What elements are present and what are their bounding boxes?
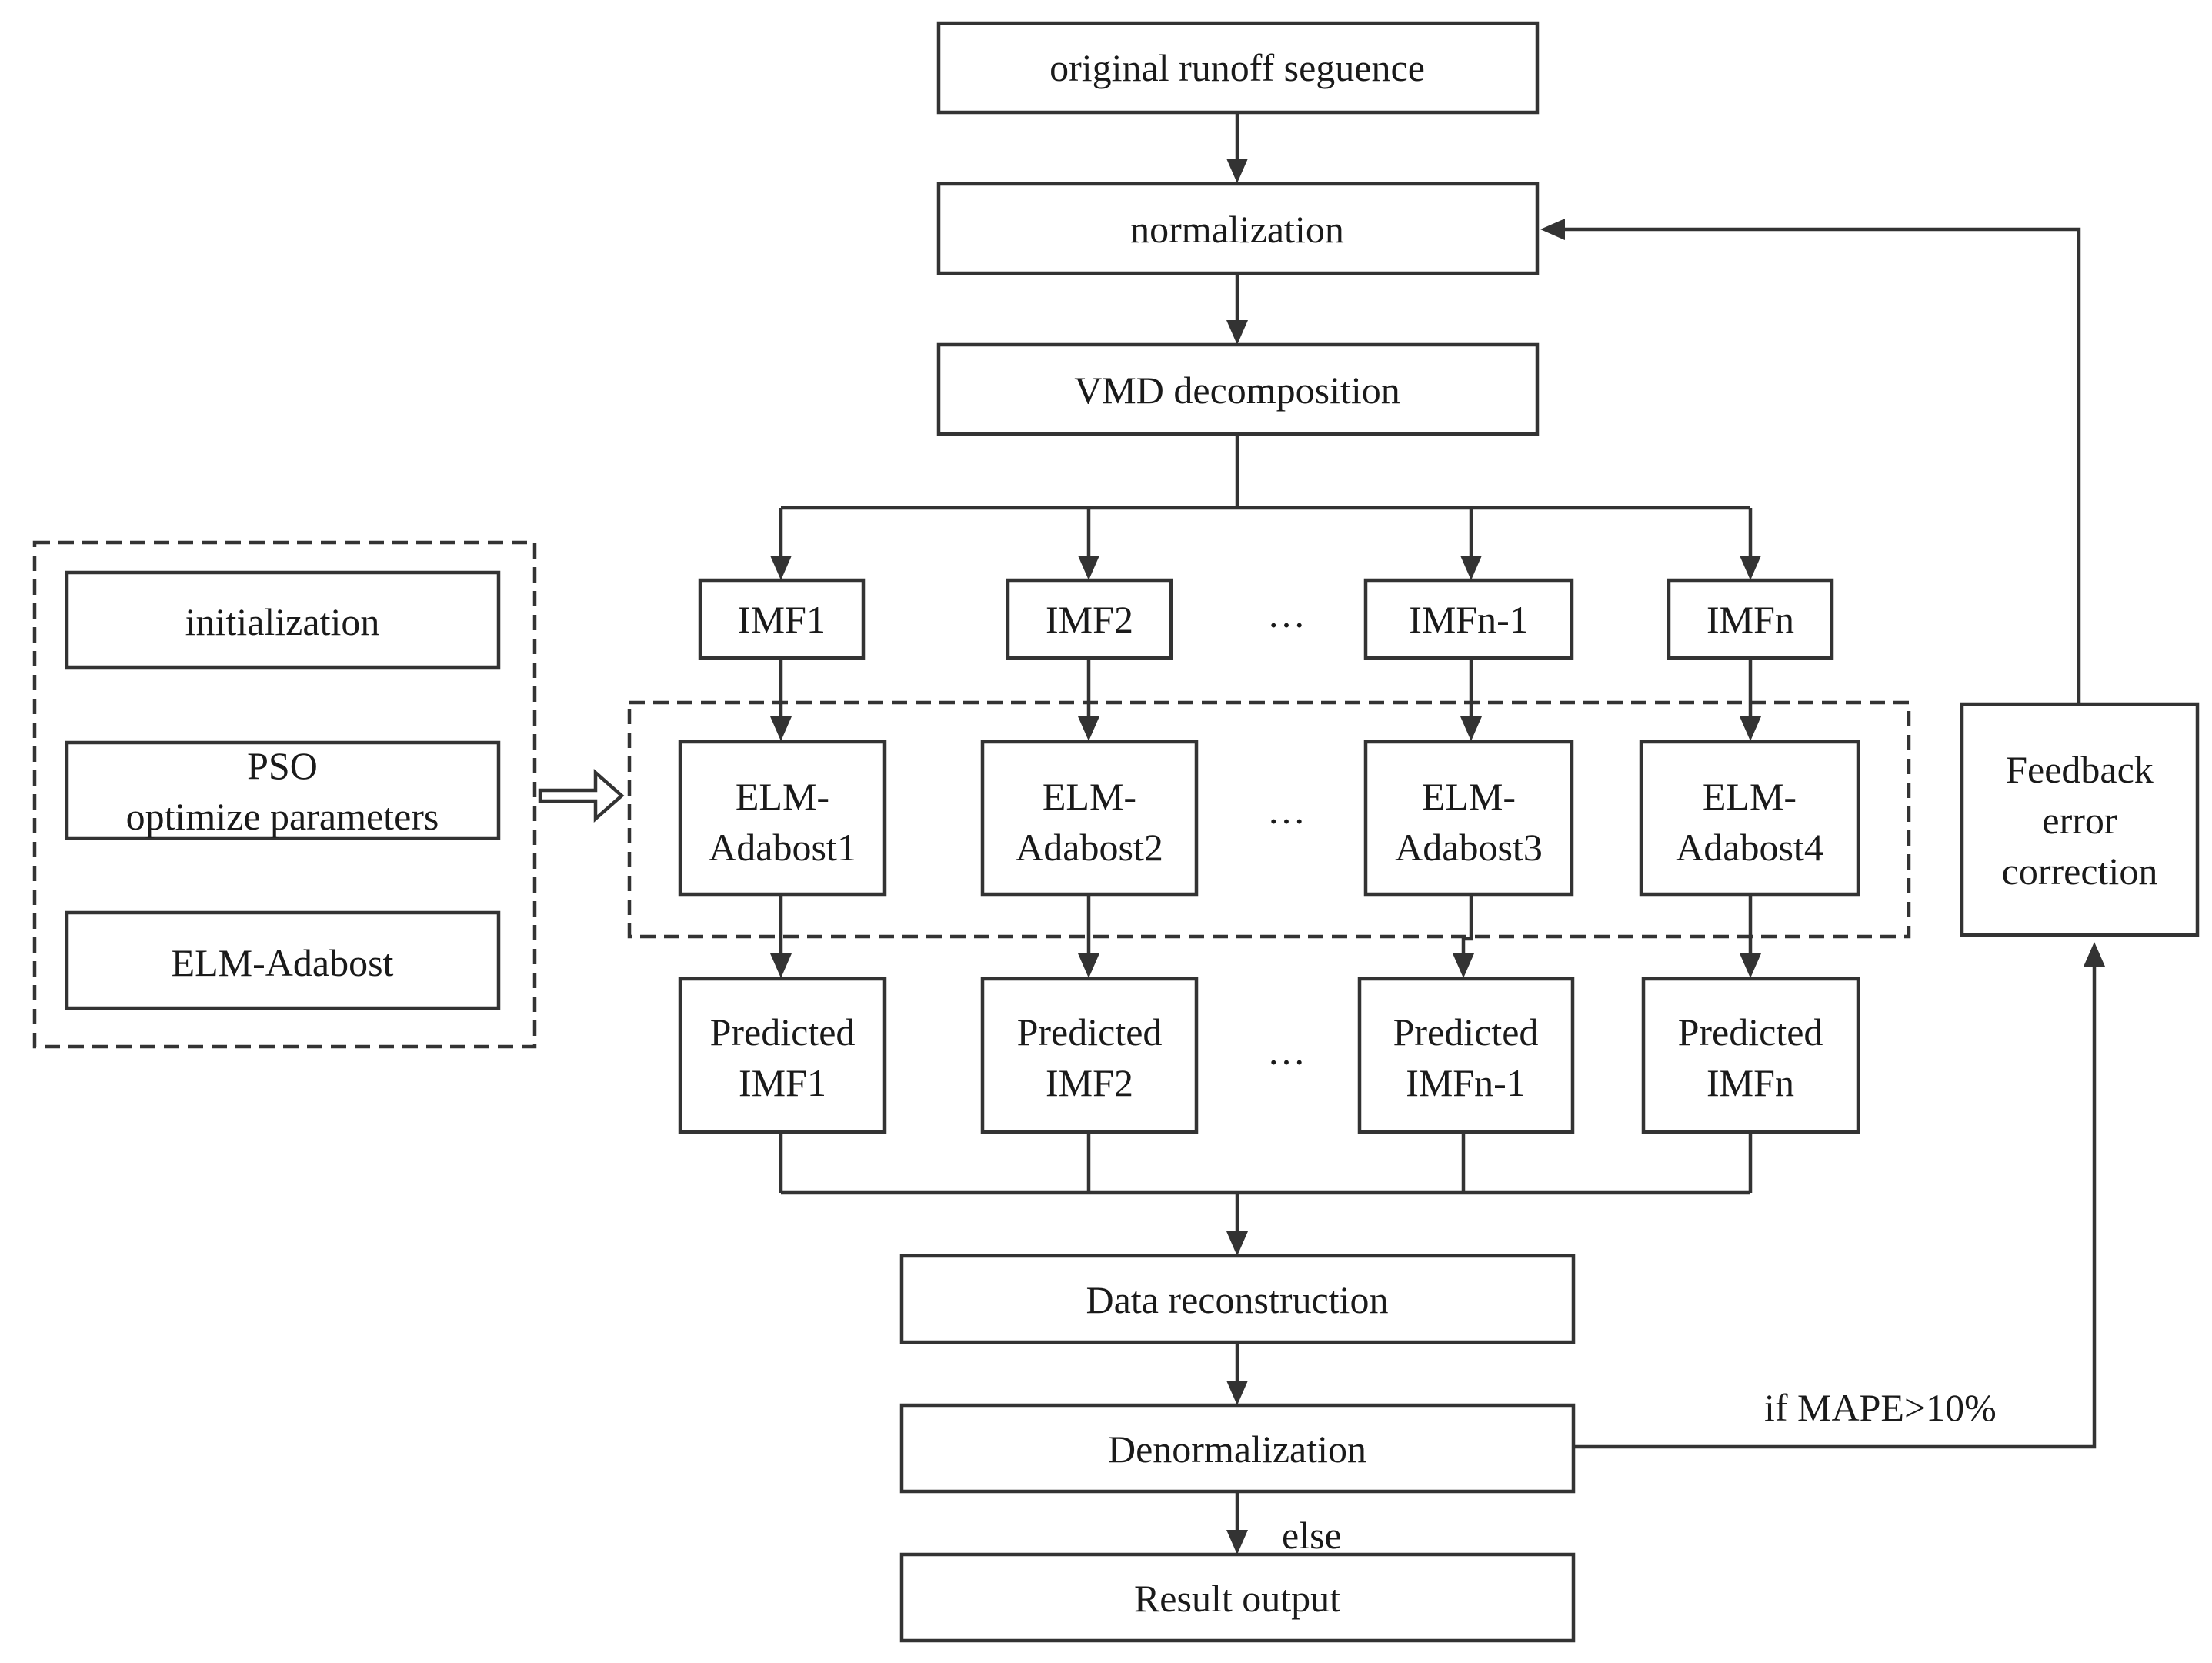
- connectors: [538, 114, 2105, 1554]
- arrowhead: [1460, 716, 1482, 741]
- box-normalization: normalization: [936, 182, 1540, 275]
- pred2-line2: IMF2: [1046, 1061, 1133, 1104]
- elm1-line1: ELM-: [736, 775, 829, 818]
- ensemble-dashed-group: [627, 700, 1911, 939]
- arrowhead: [1226, 159, 1248, 183]
- arrowhead: [770, 953, 792, 978]
- normalization-label: normalization: [1130, 208, 1344, 251]
- elm4-line2: Adabost4: [1676, 826, 1823, 869]
- elm2-line2: Adabost2: [1016, 826, 1163, 869]
- arrowhead: [1460, 556, 1482, 580]
- arrowhead: [1226, 320, 1248, 345]
- hollow-arrow-pso-to-ensemble: [538, 769, 625, 823]
- pred1-line2: IMF1: [739, 1061, 826, 1104]
- box-predicted-imf2: Predicted IMF2: [980, 977, 1199, 1134]
- initialization-label: initialization: [185, 600, 380, 643]
- pred-ellipsis: …: [1267, 1030, 1306, 1073]
- box-elm-adabost3: ELM- Adabost3: [1363, 740, 1574, 897]
- arrowhead: [1078, 556, 1099, 580]
- box-initialization: initialization: [65, 570, 501, 670]
- box-original-sequence: original runoff seguence: [936, 21, 1540, 115]
- imf2-label: IMF2: [1046, 598, 1133, 641]
- arrowhead: [1453, 953, 1474, 978]
- arrow-feedback-to-normalization: [1562, 227, 2081, 704]
- feedback-line1: Feedback: [2006, 748, 2154, 791]
- imf1-label: IMF1: [738, 598, 826, 641]
- box-elm-adabost1: ELM- Adabost1: [678, 740, 887, 897]
- elm3-line2: Adabost3: [1395, 826, 1543, 869]
- arrowhead: [1540, 219, 1565, 240]
- arrowhead: [770, 556, 792, 580]
- condition-label: if MAPE>10%: [1764, 1386, 1997, 1429]
- box-elm-adabost-method: ELM-Adabost: [65, 910, 501, 1010]
- arrowhead: [1226, 1231, 1248, 1256]
- pred3-line1: Predicted: [1393, 1010, 1539, 1054]
- original-sequence-label: original runoff seguence: [1049, 46, 1425, 89]
- arrowhead: [2084, 942, 2105, 967]
- elm3-line1: ELM-: [1422, 775, 1516, 818]
- box-predicted-imfn-1: Predicted IMFn-1: [1357, 977, 1575, 1134]
- box-imf2: IMF2: [1006, 578, 1173, 660]
- arrowhead: [1740, 716, 1761, 741]
- box-elm-adabost2: ELM- Adabost2: [980, 740, 1199, 897]
- elm2-line1: ELM-: [1043, 775, 1136, 818]
- vmd-label: VMD decomposition: [1074, 369, 1400, 412]
- box-imfn-1: IMFn-1: [1363, 578, 1574, 660]
- pso-label-line1: PSO: [247, 744, 318, 787]
- pred4-line2: IMFn: [1707, 1061, 1794, 1104]
- imfn-label: IMFn: [1707, 598, 1794, 641]
- pred2-line1: Predicted: [1017, 1010, 1163, 1054]
- box-denormalization: Denormalization: [899, 1403, 1576, 1494]
- arrow-denormalization-to-feedback: [1574, 963, 2097, 1449]
- denormalization-label: Denormalization: [1108, 1428, 1366, 1471]
- arrowhead: [1078, 953, 1099, 978]
- pred3-line2: IMFn-1: [1406, 1061, 1526, 1104]
- arrowhead: [770, 716, 792, 741]
- pso-label-line2: optimize parameters: [126, 795, 439, 838]
- elm1-line2: Adabost1: [709, 826, 856, 869]
- arrowhead: [1740, 556, 1761, 580]
- pred1-line1: Predicted: [710, 1010, 856, 1054]
- box-imf1: IMF1: [698, 578, 866, 660]
- elm4-line1: ELM-: [1703, 775, 1797, 818]
- feedback-line2: error: [2042, 799, 2117, 842]
- box-feedback-error-correction: Feedback error correction: [1960, 702, 2200, 937]
- arrowhead: [1740, 953, 1761, 978]
- box-imfn: IMFn: [1667, 578, 1834, 660]
- arrow-elm3-to-pred3: [1461, 895, 1473, 957]
- box-predicted-imf1: Predicted IMF1: [678, 977, 887, 1134]
- box-pso-optimize: PSO optimize parameters: [65, 740, 501, 840]
- pso-dashed-panel: [32, 540, 537, 1049]
- arrowhead: [1078, 716, 1099, 741]
- else-label: else: [1282, 1514, 1342, 1557]
- elm-method-label: ELM-Adabost: [172, 941, 394, 984]
- box-vmd-decomposition: VMD decomposition: [936, 342, 1540, 436]
- arrowhead: [1226, 1530, 1248, 1554]
- box-result-output: Result output: [899, 1552, 1576, 1643]
- arrowhead: [1226, 1381, 1248, 1405]
- box-data-reconstruction: Data reconstruction: [899, 1254, 1576, 1344]
- feedback-line3: correction: [2002, 850, 2158, 893]
- box-predicted-imfn: Predicted IMFn: [1641, 977, 1860, 1134]
- pred4-line1: Predicted: [1678, 1010, 1823, 1054]
- elm-ellipsis: …: [1267, 789, 1306, 832]
- reconstruction-label: Data reconstruction: [1086, 1278, 1389, 1321]
- imf-ellipsis: …: [1267, 593, 1306, 636]
- box-elm-adabost4: ELM- Adabost4: [1639, 740, 1860, 897]
- result-label: Result output: [1134, 1577, 1340, 1620]
- imfn-1-label: IMFn-1: [1409, 598, 1529, 641]
